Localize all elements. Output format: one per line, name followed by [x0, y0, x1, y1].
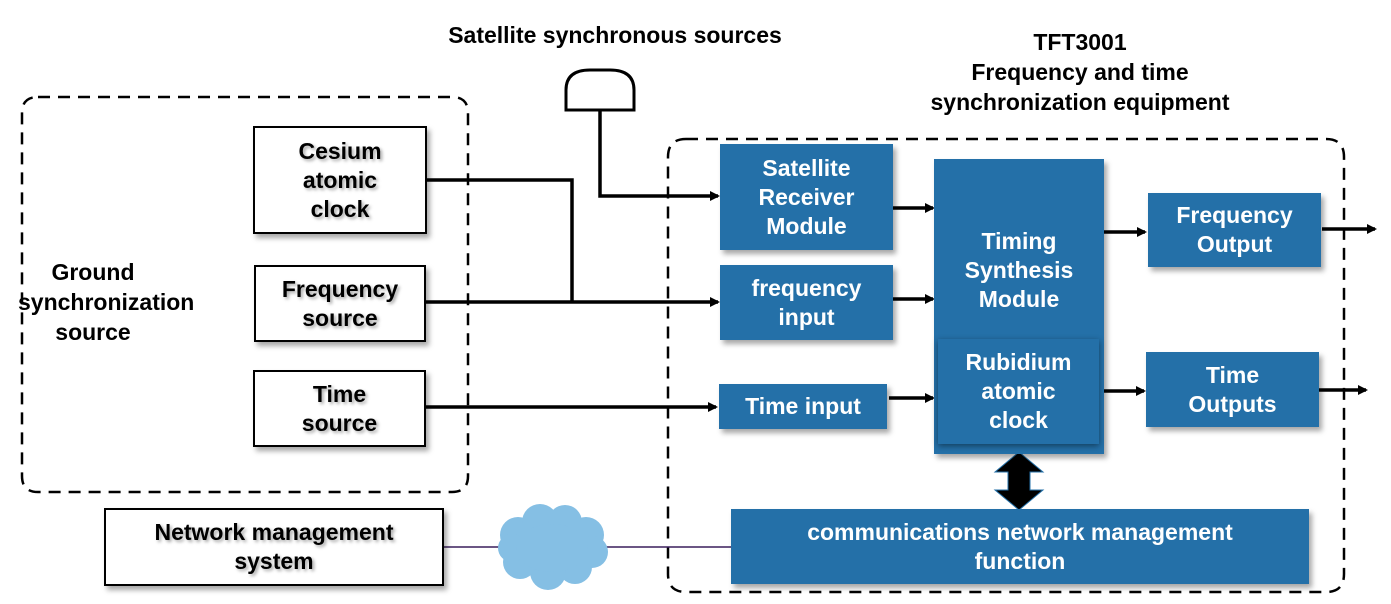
comm-line1: communications network management [807, 518, 1233, 545]
rubidium-atomic-clock-module[interactable]: Rubidium atomic clock [938, 339, 1099, 444]
freq-input-line2: input [778, 303, 835, 330]
nms-line2: system [234, 548, 314, 574]
equipment-title: TFT3001 Frequency and time synchronizati… [830, 27, 1330, 117]
equipment-container [666, 137, 1346, 594]
frequency-source-line1: Frequency [281, 275, 399, 302]
wire-cesium [426, 178, 574, 302]
time-outputs-line1: Time [1205, 361, 1260, 388]
satellite-receiver-module[interactable]: Satellite Receiver Module [720, 144, 893, 250]
ground-title-line3: source [55, 319, 131, 345]
satellite-sources-title: Satellite synchronous sources [448, 22, 782, 48]
frequency-source-box[interactable]: Frequency source [254, 265, 426, 342]
receiver-line2: Receiver [758, 183, 855, 210]
cesium-atomic-clock-box[interactable]: Cesium atomic clock [253, 126, 427, 234]
nms-line1: Network management [154, 519, 394, 545]
cesium-line2: atomic [302, 166, 378, 193]
equipment-model: TFT3001 [1033, 29, 1127, 55]
comm-line2: function [974, 547, 1066, 574]
time-input-module[interactable]: Time input [719, 384, 887, 429]
wire-antenna-to-receiver [598, 110, 720, 201]
cesium-line3: clock [310, 195, 370, 222]
network-cloud-icon [498, 504, 608, 590]
network-management-system-box[interactable]: Network management system [104, 508, 444, 586]
ground-source-container [20, 95, 470, 494]
bidirectional-arrow-icon [993, 451, 1045, 511]
time-source-box[interactable]: Time source [253, 370, 426, 447]
receiver-line1: Satellite [762, 154, 851, 181]
time-source-line1: Time [312, 380, 367, 407]
equipment-title-line1: Frequency and time [971, 59, 1189, 85]
ground-title-line2: synchronization [18, 289, 195, 315]
synthesis-line3: Module [978, 286, 1060, 312]
cesium-line1: Cesium [298, 137, 382, 164]
freq-input-line1: frequency [751, 274, 862, 301]
synthesis-line1: Timing [981, 228, 1057, 254]
rubidium-line3: clock [989, 407, 1048, 433]
equipment-title-line2: synchronization equipment [930, 89, 1230, 115]
ground-source-title: Ground synchronization source [18, 257, 195, 347]
frequency-source-line2: source [302, 304, 378, 331]
communications-network-management-module[interactable]: communications network management functi… [731, 509, 1309, 584]
time-source-line2: source [301, 409, 378, 436]
frequency-output-module[interactable]: Frequency Output [1148, 193, 1321, 267]
time-outputs-module[interactable]: Time Outputs [1146, 352, 1319, 427]
rubidium-line2: atomic [981, 378, 1056, 404]
rubidium-line1: Rubidium [965, 349, 1072, 375]
frequency-input-module[interactable]: frequency input [720, 265, 893, 340]
time-outputs-line2: Outputs [1188, 390, 1277, 417]
freq-output-line2: Output [1196, 231, 1273, 257]
synthesis-line2: Synthesis [964, 257, 1074, 283]
time-input-label: Time input [745, 393, 861, 419]
satellite-antenna-icon [564, 68, 636, 112]
receiver-line3: Module [766, 212, 847, 239]
ground-title-line1: Ground [51, 259, 135, 285]
freq-output-line1: Frequency [1176, 202, 1293, 228]
